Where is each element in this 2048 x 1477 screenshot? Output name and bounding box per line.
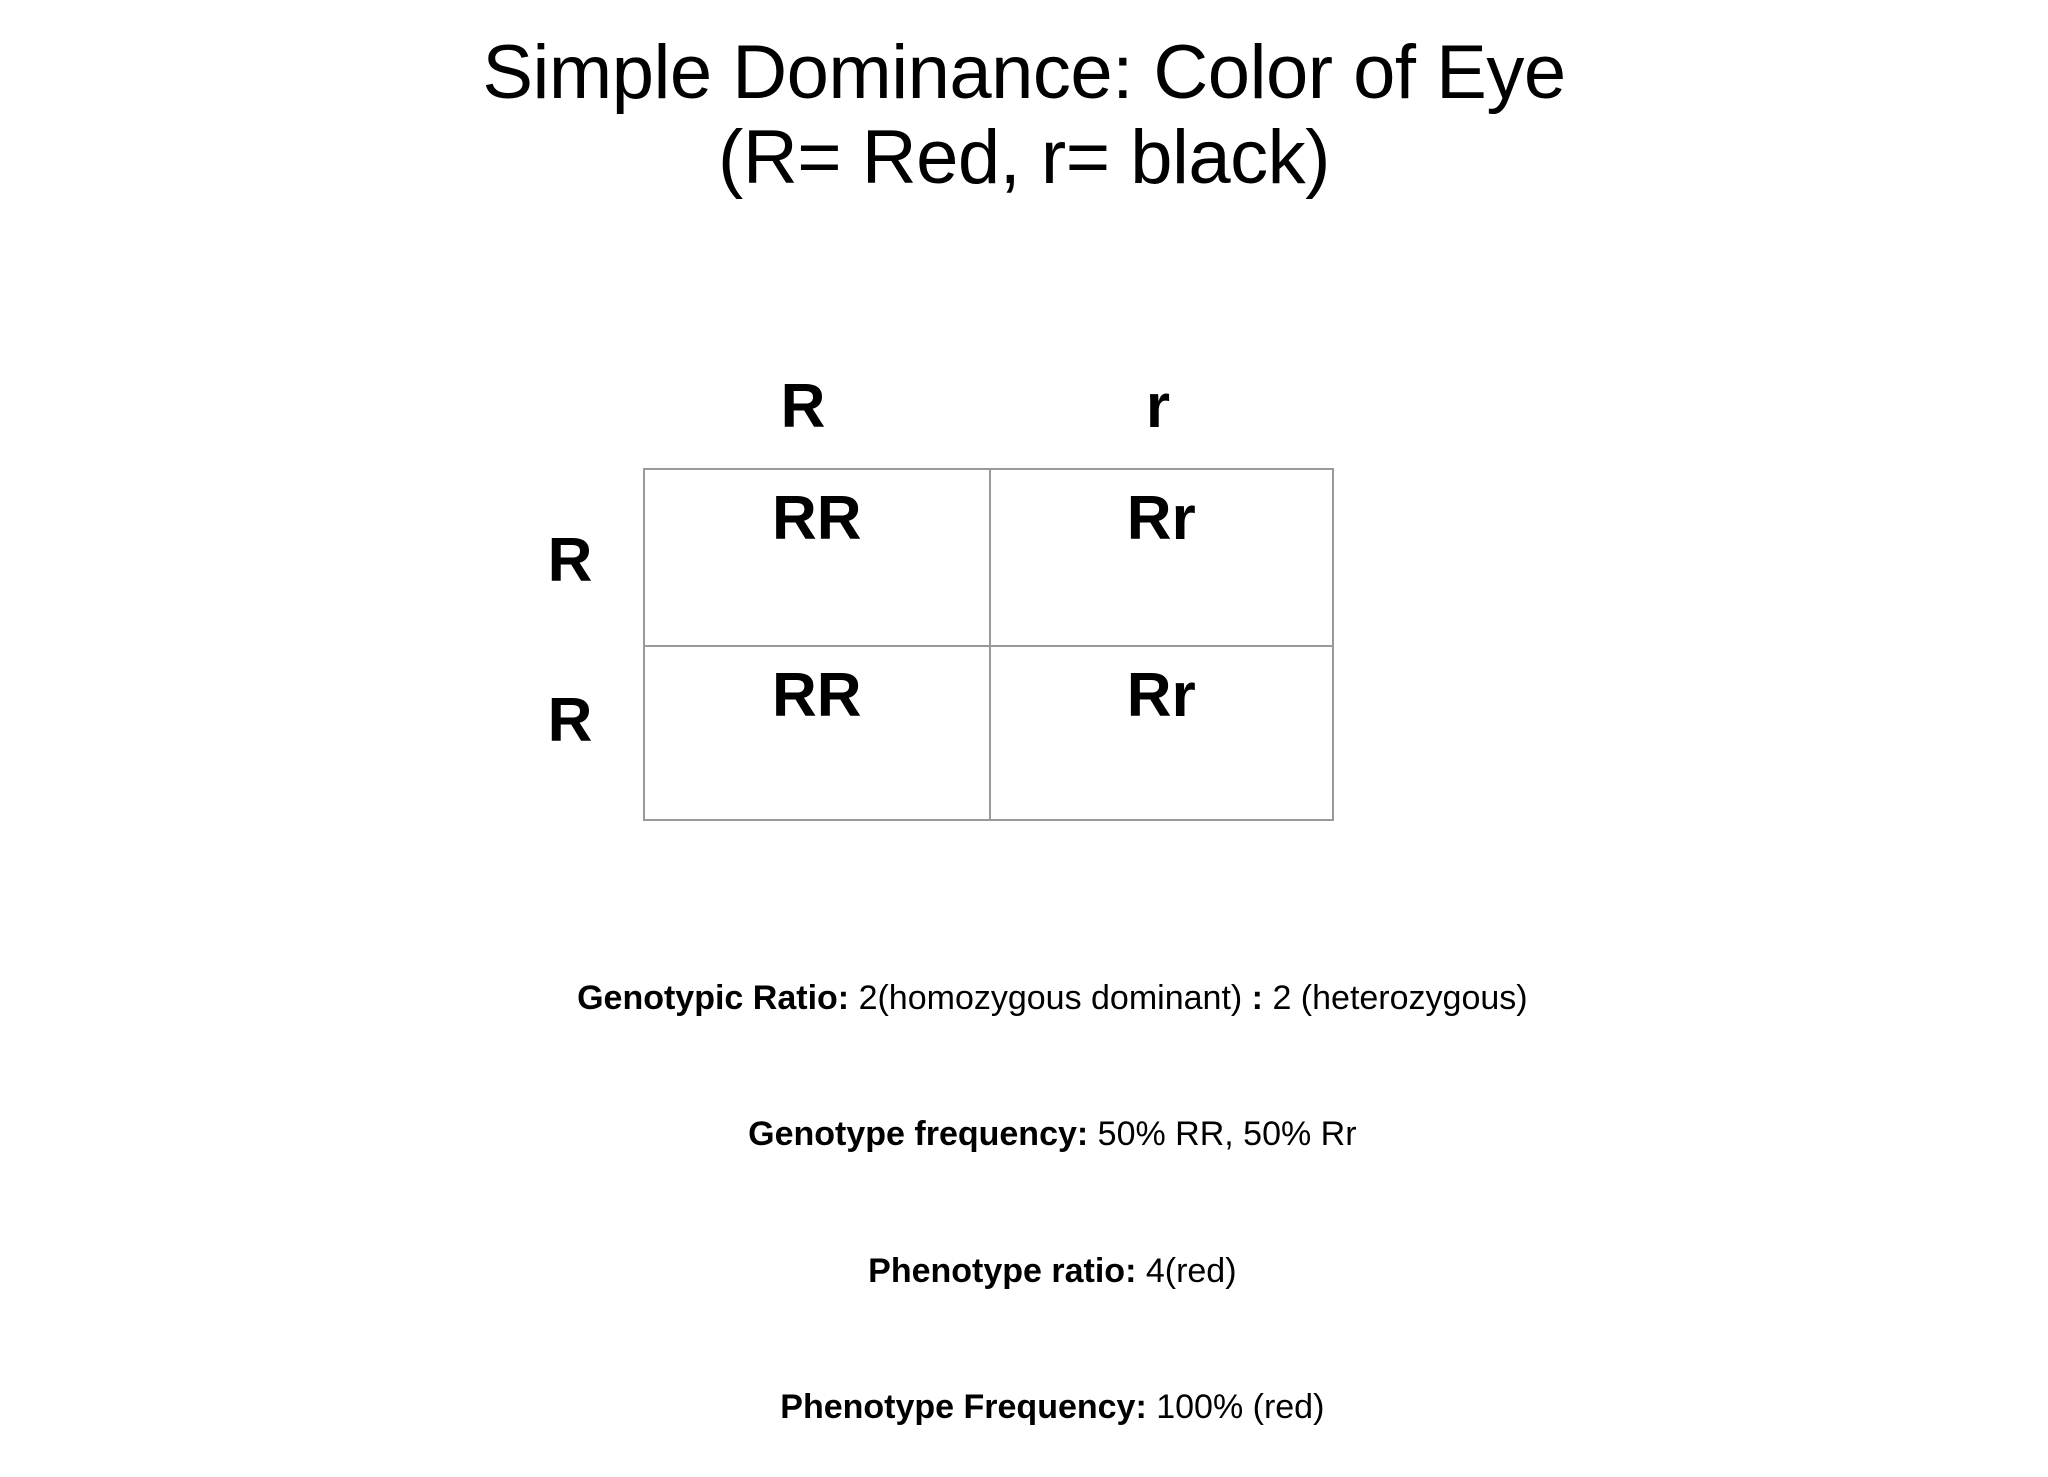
summary-line-phenotype-ratio: Phenotype ratio: 4(red) (0, 1203, 2048, 1340)
punnett-cell-1-0: RR (645, 644, 989, 820)
summary-label: Phenotype Frequency: (780, 1388, 1147, 1427)
punnett-row-label-1: R (547, 686, 593, 755)
summary-separator: : (1251, 978, 1263, 1017)
title-line-2: (R= Red, r= black) (718, 115, 1330, 201)
summary-line-genotypic-ratio: Genotypic Ratio: 2(homozygous dominant) … (0, 930, 2048, 1067)
punnett-cell-text: Rr (1126, 484, 1196, 553)
summary-line-genotype-frequency: Genotype frequency: 50% RR, 50% Rr (0, 1067, 2048, 1204)
punnett-cell-0-0: RR (645, 470, 989, 645)
punnett-cell-text: RR (771, 660, 862, 730)
summary-value: 2(homozygous dominant) (849, 978, 1252, 1017)
slide-canvas: Simple Dominance: Color of Eye (R= Red, … (0, 30, 2048, 1427)
punnett-column-header-1: r (1145, 372, 1171, 441)
punnett-cell-text: Rr (1126, 660, 1196, 730)
summary-label: Genotypic Ratio: (577, 978, 850, 1017)
punnett-row-label-0: R (547, 526, 593, 595)
page-title: Simple Dominance: Color of Eye (R= Red, … (0, 30, 2048, 200)
punnett-square: RR Rr RR Rr (643, 468, 1334, 821)
summary-value: 4(red) (1136, 1251, 1237, 1290)
punnett-cell-0-1: Rr (988, 470, 1333, 645)
summary-line-phenotype-frequency: Phenotype Frequency: 100% (red) (0, 1340, 2048, 1477)
summary-label: Phenotype ratio: (868, 1251, 1137, 1290)
punnett-cell-1-1: Rr (988, 644, 1332, 819)
summary-value-2: 2 (heterozygous) (1263, 978, 1528, 1017)
title-line-1: Simple Dominance: Color of Eye (482, 30, 1566, 115)
punnett-grid: RR Rr RR Rr (643, 468, 1334, 821)
summary-value: 50% RR, 50% Rr (1088, 1115, 1357, 1154)
punnett-cell-text: RR (771, 484, 862, 553)
punnett-column-header-0: R (780, 372, 826, 441)
summary-label: Genotype frequency: (748, 1115, 1089, 1154)
summary-value: 100% (red) (1146, 1388, 1325, 1427)
summary-block: Genotypic Ratio: 2(homozygous dominant) … (0, 930, 2048, 1477)
